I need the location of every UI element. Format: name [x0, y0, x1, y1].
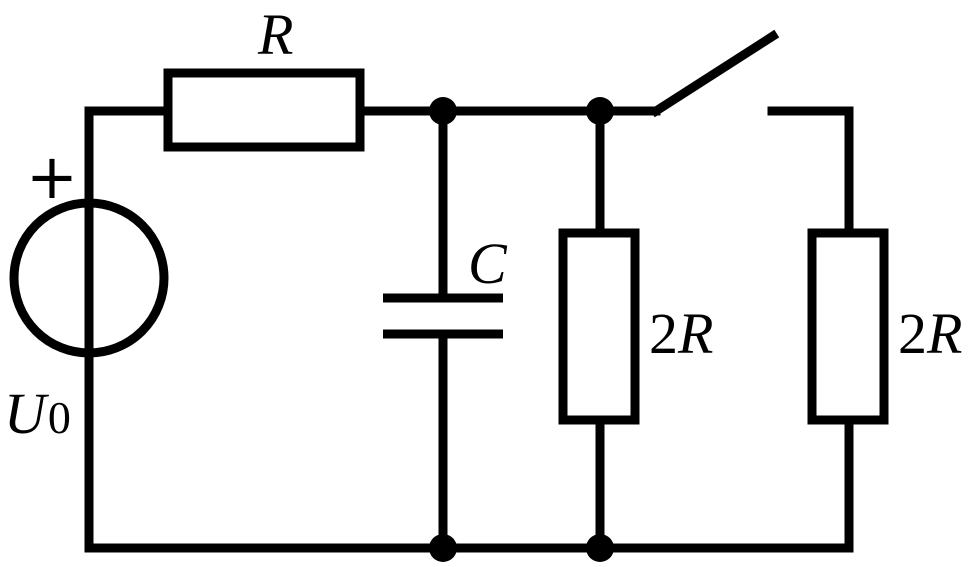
source-subscript: 0 [48, 392, 71, 443]
right-resistor [807, 228, 889, 425]
junction-bottom-middle [586, 534, 614, 562]
junction-top-capacitor [429, 97, 457, 125]
right-resistor-sym: R [926, 301, 962, 366]
source-polarity-label: + [26, 140, 78, 213]
switch-blade [649, 29, 780, 118]
capacitor [383, 293, 503, 339]
middle-resistor-sym: R [677, 301, 713, 366]
right-resistor-coef: 2 [898, 301, 927, 366]
source-label: U0 [4, 381, 71, 446]
voltage-source [9, 198, 169, 358]
series-resistor [163, 68, 365, 152]
junction-top-middle [586, 97, 614, 125]
middle-resistor-label: 2R [649, 301, 713, 366]
right-resistor-label: 2R [898, 301, 962, 366]
junction-bottom-capacitor [429, 534, 457, 562]
middle-resistor [558, 228, 640, 425]
middle-resistor-coef: 2 [649, 301, 678, 366]
capacitor-label: C [468, 231, 508, 296]
series-resistor-label: R [257, 2, 293, 67]
source-symbol: U [4, 381, 50, 446]
